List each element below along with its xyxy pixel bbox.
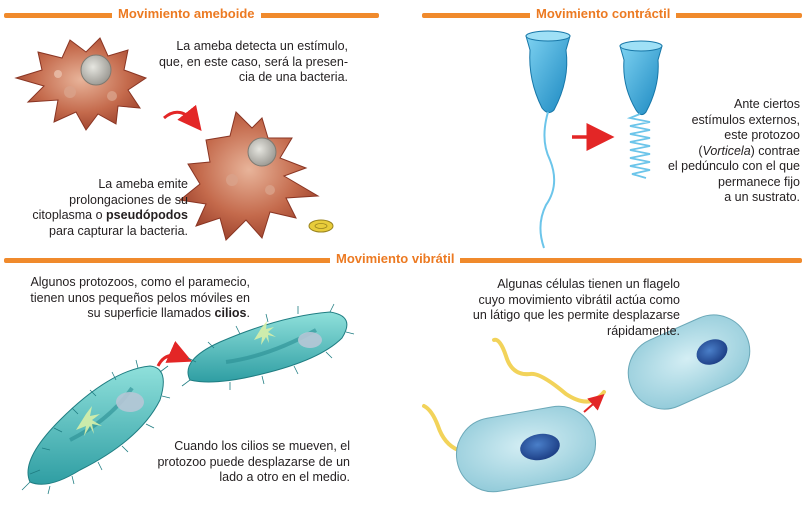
text-line: (Vorticela) contrae bbox=[640, 144, 800, 160]
paramecium-2-illustration bbox=[181, 303, 355, 390]
text-line: Algunas células tienen un flagelo bbox=[497, 277, 680, 291]
term-vorticela: Vorticela bbox=[702, 143, 751, 158]
text-fragment: ( bbox=[698, 143, 703, 158]
ameboide-text-2: La ameba emite prolongaciones de su cito… bbox=[8, 177, 188, 239]
arrow-3-icon bbox=[156, 340, 193, 367]
text-line: La ameba detecta un estímulo, bbox=[176, 39, 348, 53]
text-fragment: citoplasma o bbox=[32, 208, 107, 222]
text-fragment: . bbox=[246, 306, 250, 320]
text-line: rápidamente. bbox=[607, 323, 680, 338]
paramecium-1-illustration bbox=[21, 359, 171, 495]
text-line: citoplasma o pseudópodos bbox=[8, 208, 188, 224]
section-title-vibratil: Movimiento vibrátil bbox=[330, 251, 461, 266]
vibratil-text-2: Cuando los cilios se mueven, el protozoo… bbox=[150, 439, 350, 486]
text-line: Ante ciertos bbox=[733, 97, 800, 111]
vorticella-extended-illustration bbox=[525, 30, 571, 249]
term-pseudopodos: pseudópodos bbox=[106, 208, 188, 222]
vibratil-text-3: Algunas células tienen un flagelo cuyo m… bbox=[446, 277, 680, 339]
text-fragment: ) contrae bbox=[750, 143, 800, 158]
ameboide-text-1: La ameba detecta un estímulo, que, en es… bbox=[140, 39, 348, 86]
section-title-ameboide: Movimiento ameboide bbox=[112, 6, 261, 21]
text-line: cuyo movimiento vibrátil actúa como bbox=[478, 292, 680, 307]
header-contractil: Movimiento contráctil bbox=[422, 4, 806, 22]
text-fragment: su superficie llamados bbox=[87, 306, 215, 320]
vibratil-text-1: Algunos protozoos, como el paramecio, ti… bbox=[2, 275, 250, 322]
text-line: cia de una bacteria. bbox=[238, 70, 348, 84]
contractil-text: Ante ciertos estímulos externos, este pr… bbox=[640, 97, 800, 206]
text-line: este protozoo bbox=[724, 128, 800, 142]
arrow-4-icon bbox=[583, 394, 605, 413]
header-vibratil: Movimiento vibrátil bbox=[0, 249, 806, 267]
vorticella-contracted-illustration bbox=[619, 40, 663, 179]
text-line: a un sustrato. bbox=[724, 190, 800, 204]
text-line: permanece fijo bbox=[718, 174, 800, 189]
text-line: Algunos protozoos, como el paramecio, bbox=[30, 275, 250, 289]
amoeba-detecting-illustration bbox=[14, 37, 148, 131]
text-line: un látigo que les permite desplazarse bbox=[472, 308, 680, 322]
text-line: Cuando los cilios se mueven, el bbox=[174, 439, 350, 453]
text-line: protozoo puede desplazarse de un bbox=[157, 454, 350, 469]
amoeba-pseudopods-illustration bbox=[178, 111, 334, 241]
text-line: su superficie llamados cilios. bbox=[2, 306, 250, 322]
text-line: que, en este caso, será la presen- bbox=[158, 54, 348, 69]
text-line: para capturar la bacteria. bbox=[49, 223, 188, 238]
flagellated-cells-illustration bbox=[422, 314, 751, 493]
text-line: el pedúnculo con el que bbox=[667, 159, 800, 173]
header-ameboide: Movimiento ameboide bbox=[0, 4, 382, 22]
arrow-1-icon bbox=[163, 104, 202, 132]
text-line: prolongaciones de su bbox=[69, 192, 188, 207]
text-line: lado a otro en el medio. bbox=[219, 470, 350, 484]
term-cilios: cilios bbox=[214, 306, 247, 320]
text-line: La ameba emite bbox=[98, 177, 188, 191]
text-line: tienen unos pequeños pelos móviles en bbox=[30, 290, 250, 305]
text-line: estímulos externos, bbox=[691, 112, 800, 127]
section-title-contractil: Movimiento contráctil bbox=[530, 6, 677, 21]
